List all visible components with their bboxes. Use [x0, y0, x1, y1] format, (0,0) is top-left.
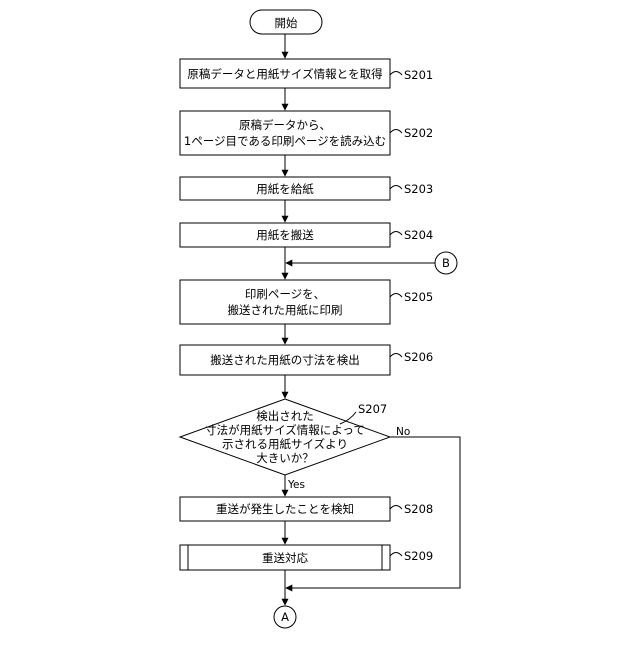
step-s208: 重送が発生したことを検知 S208	[180, 497, 433, 521]
step-s203-label: S203	[404, 182, 433, 196]
decision-s207-text-line2: 寸法が用紙サイズ情報によって	[205, 423, 365, 437]
connector-b: B	[435, 252, 457, 274]
step-s205: 印刷ページを、 搬送された用紙に印刷 S205	[180, 280, 433, 324]
decision-s207-label: S207	[358, 402, 387, 416]
step-s205-label: S205	[404, 290, 433, 304]
step-s202-text-line1: 原稿データから、	[239, 118, 331, 132]
connector-b-label: B	[442, 256, 450, 270]
step-s209-label: S209	[404, 549, 433, 563]
branch-yes-label: Yes	[287, 479, 305, 491]
step-s205-text-line2: 搬送された用紙に印刷	[228, 303, 343, 317]
step-s204: 用紙を搬送 S204	[180, 223, 433, 247]
step-s202-text-line2: 1ページ目である印刷ページを読み込む	[184, 134, 386, 148]
step-s204-label: S204	[404, 228, 433, 242]
step-s205-text-line1: 印刷ページを、	[245, 287, 325, 301]
decision-s207: 検出された 寸法が用紙サイズ情報によって 示される用紙サイズより 大きいか？ S…	[180, 399, 390, 475]
step-s201-label: S201	[404, 68, 433, 82]
step-s206-text: 搬送された用紙の寸法を検出	[210, 353, 360, 367]
start-terminal: 開始	[250, 10, 322, 34]
step-s206: 搬送された用紙の寸法を検出 S206	[180, 345, 433, 375]
decision-s207-text-line1: 検出された	[256, 409, 314, 423]
start-label: 開始	[275, 16, 298, 30]
step-s203: 用紙を給紙 S203	[180, 177, 433, 200]
branch-no-label: No	[396, 426, 410, 438]
decision-s207-text-line3: 示される用紙サイズより	[222, 437, 348, 451]
step-s206-label: S206	[404, 350, 433, 364]
step-s209: 重送対応 S209	[180, 545, 433, 570]
step-s202-label: S202	[404, 126, 433, 140]
step-s203-text: 用紙を給紙	[256, 182, 314, 196]
step-s201-text: 原稿データと用紙サイズ情報とを取得	[187, 67, 382, 81]
step-s204-text: 用紙を搬送	[256, 228, 314, 242]
step-s202: 原稿データから、 1ページ目である印刷ページを読み込む S202	[180, 111, 433, 155]
decision-s207-text-line4: 大きいか？	[256, 451, 314, 465]
connector-a: A	[274, 606, 296, 628]
step-s201: 原稿データと用紙サイズ情報とを取得 S201	[180, 59, 433, 88]
step-s208-text: 重送が発生したことを検知	[216, 502, 354, 516]
step-s208-label: S208	[404, 502, 433, 516]
step-s209-text: 重送対応	[262, 551, 308, 565]
connector-a-label: A	[281, 610, 289, 624]
